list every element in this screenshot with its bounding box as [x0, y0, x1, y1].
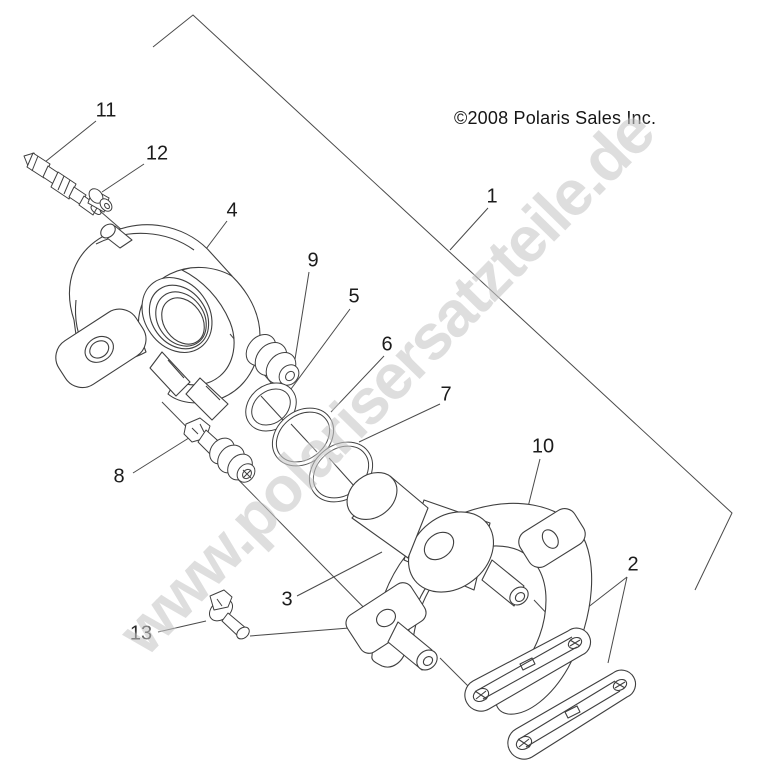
brake-pads-drawing: [464, 627, 636, 760]
guide-pin-drawing: [183, 417, 256, 483]
leader-10: [526, 458, 541, 512]
seal-5-inner: [251, 388, 291, 426]
caliper-bore-outer: [141, 277, 213, 353]
assembly-bracket-line: [152, 14, 733, 591]
leader-13: [157, 620, 207, 633]
piston-drawing: [346, 471, 495, 593]
brake-pad-upper: [464, 627, 591, 712]
seal-6-inner: [275, 411, 331, 463]
caliper-bore-ring-3: [161, 297, 205, 345]
bleeder-boss-face: [100, 223, 116, 239]
copyright-text: ©2008 Polaris Sales Inc.: [454, 108, 657, 128]
bleeder-valve-drawing: [23, 152, 102, 216]
brake-pad-lower: [507, 669, 636, 760]
leader-12: [101, 163, 145, 193]
leader-2b: [607, 576, 628, 664]
leader-1: [449, 207, 489, 251]
piston-face: [407, 511, 495, 593]
piston-crown: [346, 471, 398, 521]
caliper-prong-lines: [167, 359, 221, 401]
caliper-bore-ring-2: [155, 291, 207, 347]
piston-boot-drawing: [245, 334, 300, 386]
piston-face-hole: [423, 531, 455, 561]
caliper-prong-2: [185, 377, 229, 421]
leader-11: [39, 120, 97, 167]
flange-bolt-drawing: [208, 589, 250, 640]
caliper-body-drawing: [55, 223, 261, 421]
caliper-top-ridge: [95, 232, 195, 251]
bracket-flange: [518, 508, 586, 568]
cap-drawing: [87, 188, 113, 213]
leader-6: [330, 355, 385, 413]
leader-8: [132, 435, 193, 474]
leader-3: [296, 551, 383, 597]
leader-5: [290, 308, 351, 390]
caliper-prong-1: [149, 351, 191, 397]
caliper-ear: [55, 308, 147, 389]
caliper-bore-ring-1: [148, 284, 210, 350]
leader-7: [358, 403, 441, 443]
axis-pin-to-pad: [439, 657, 471, 689]
